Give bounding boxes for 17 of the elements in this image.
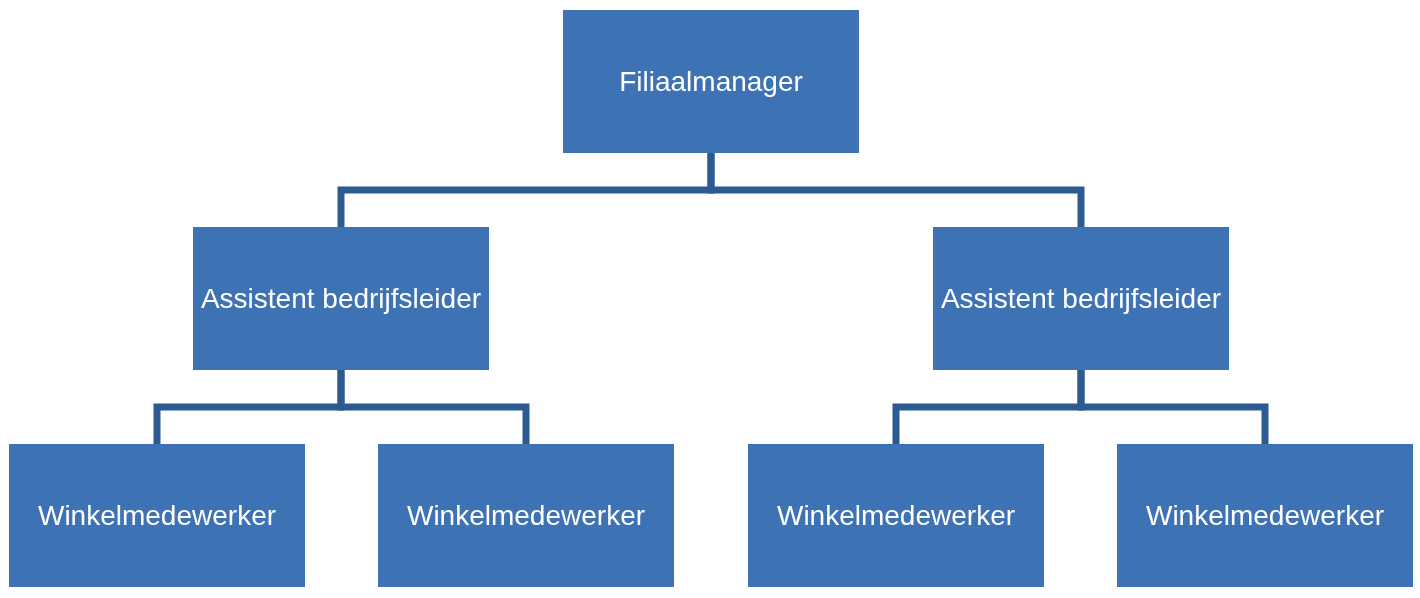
connector-line (707, 153, 1085, 227)
org-box (9, 444, 305, 587)
org-box (748, 444, 1044, 587)
role-title: Winkelmedewerker (776, 498, 1016, 533)
org-box (193, 227, 489, 370)
role-title: Winkelmedewerker (37, 498, 277, 533)
role-title: Assistent bedrijfsleider (940, 281, 1222, 316)
role-title: Filiaalmanager (619, 64, 803, 99)
role-title: Winkelmedewerker (1145, 498, 1385, 533)
role-title: Assistent bedrijfsleider (200, 281, 482, 316)
org-box (563, 10, 859, 153)
connector-line (1077, 370, 1269, 444)
role-title: Winkelmedewerker (406, 498, 646, 533)
org-box (1117, 444, 1413, 587)
org-box (933, 227, 1229, 370)
connector-line (337, 370, 530, 444)
org-box (378, 444, 674, 587)
